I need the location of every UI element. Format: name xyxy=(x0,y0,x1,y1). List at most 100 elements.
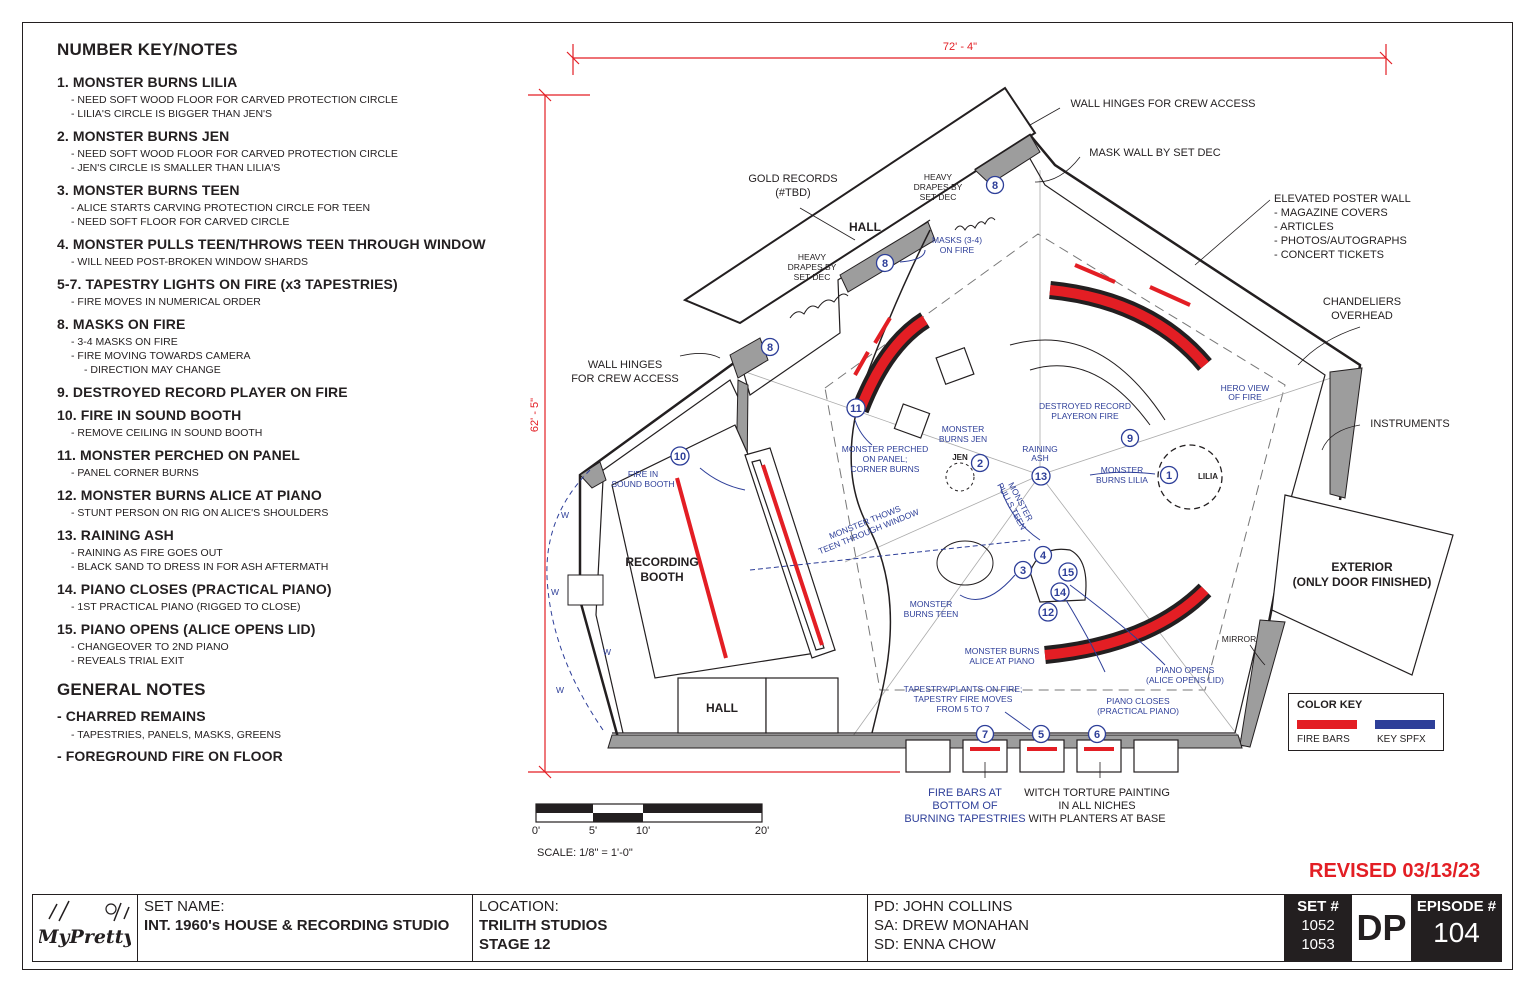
note-item: 10. FIRE IN SOUND BOOTH - REMOVE CEILING … xyxy=(57,407,497,440)
note-title: 10. FIRE IN SOUND BOOTH xyxy=(57,407,242,423)
note-line: - RAINING AS FIRE GOES OUT xyxy=(71,547,223,559)
note-item: 13. RAINING ASH- RAINING AS FIRE GOES OU… xyxy=(57,527,497,574)
monster-throws-label: MONSTER THOWSTEEN THROUGH WINDOW xyxy=(813,497,920,556)
note-line: - 3-4 MASKS ON FIRE xyxy=(71,336,178,348)
number-key-notes: NUMBER KEY/NOTES 1. MONSTER BURNS LILIA-… xyxy=(57,40,497,768)
location-line-2: STAGE 12 xyxy=(479,936,551,953)
note-line: - 1ST PRACTICAL PIANO (RIGGED TO CLOSE) xyxy=(71,601,301,613)
logo-cell: MyPretty xyxy=(33,895,138,961)
jen-label: JEN xyxy=(952,453,968,462)
lilia-circle xyxy=(1157,444,1223,510)
general-note-title: - FOREGROUND FIRE ON FLOOR xyxy=(57,748,283,764)
svg-text:10: 10 xyxy=(674,451,686,463)
svg-text:4: 4 xyxy=(1040,550,1047,562)
note-title: 14. PIANO CLOSES (PRACTICAL PIANO) xyxy=(57,581,332,597)
piano-closes-label: PIANO CLOSES(PRACTICAL PIANO) xyxy=(1097,696,1179,716)
note-title: 3. MONSTER BURNS TEEN xyxy=(57,182,240,198)
show-logo: MyPretty xyxy=(39,900,131,948)
wall-hinges-top-label: WALL HINGES FOR CREW ACCESS xyxy=(1071,98,1256,110)
record-player xyxy=(893,403,931,439)
set-number-cell: SET # 1052 1053 xyxy=(1285,895,1352,961)
note-title: 9. DESTROYED RECORD PLAYER ON FIRE xyxy=(57,384,348,400)
w-mark: W xyxy=(551,587,559,597)
w-mark: W xyxy=(561,510,569,520)
fire-bars-label: FIRE BARS xyxy=(1297,734,1350,745)
exterior-box xyxy=(1271,494,1454,676)
notes-heading: NUMBER KEY/NOTES xyxy=(57,40,238,59)
general-notes-list: - CHARRED REMAINS - TAPESTRIES, PANELS, M… xyxy=(57,708,497,764)
scale-tick: 5' xyxy=(589,825,597,837)
fire-bars-swatch xyxy=(1297,720,1357,729)
fire-bar-4 xyxy=(873,316,892,345)
width-dimension: 72' - 4" xyxy=(943,41,977,53)
svg-text:MyPretty: MyPretty xyxy=(39,926,131,948)
swing-arc xyxy=(546,469,604,731)
number-marker: 11 xyxy=(846,398,866,418)
svg-text:14: 14 xyxy=(1054,587,1067,599)
hall-bottom-label: HALL xyxy=(706,701,738,715)
svg-text:1: 1 xyxy=(1166,470,1172,482)
svg-text:7: 7 xyxy=(982,729,988,741)
drawing-frame xyxy=(22,22,1513,970)
number-marker: 5 xyxy=(1031,724,1051,744)
note-line: - NEED SOFT FLOOR FOR CARVED CIRCLE xyxy=(71,216,290,228)
svg-text:5: 5 xyxy=(1038,729,1044,741)
note-item: 3. MONSTER BURNS TEEN- ALICE STARTS CARV… xyxy=(57,182,497,229)
amp-box xyxy=(935,346,975,386)
episode-number: 104 xyxy=(1433,917,1480,948)
piano-opens-label: PIANO OPENS(ALICE OPENS LID) xyxy=(1146,665,1224,685)
svg-text:15: 15 xyxy=(1062,567,1074,579)
note-title: 8. MASKS ON FIRE xyxy=(57,316,186,332)
episode-label: EPISODE # xyxy=(1416,898,1497,915)
note-line: - PANEL CORNER BURNS xyxy=(71,467,199,479)
exterior-label: EXTERIOR(ONLY DOOR FINISHED) xyxy=(1293,560,1432,589)
note-item: 14. PIANO CLOSES (PRACTICAL PIANO) - 1ST … xyxy=(57,581,497,614)
general-note-line: - TAPESTRIES, PANELS, MASKS, GREENS xyxy=(71,729,282,741)
note-line: - REMOVE CEILING IN SOUND BOOTH xyxy=(71,427,263,439)
note-item: 2. MONSTER BURNS JEN- NEED SOFT WOOD FLO… xyxy=(57,128,497,175)
lilia-label: LILIA xyxy=(1198,472,1218,481)
location-line-1: TRILITH STUDIOS xyxy=(479,917,608,934)
number-marker: 1 xyxy=(1159,465,1179,485)
color-key-title: COLOR KEY xyxy=(1297,699,1363,711)
svg-text:13: 13 xyxy=(1035,471,1047,483)
number-marker: 15 xyxy=(1058,562,1078,582)
note-item: 8. MASKS ON FIRE - 3-4 MASKS ON FIRE - FIR… xyxy=(57,316,497,377)
scale-bar xyxy=(535,803,763,823)
note-line: - FIRE MOVING TOWARDS CAMERA xyxy=(71,350,251,362)
fire-bar-1 xyxy=(1074,263,1116,284)
note-list: 1. MONSTER BURNS LILIA- NEED SOFT WOOD F… xyxy=(57,74,497,668)
note-line: - LILIA'S CIRCLE IS BIGGER THAN JEN'S xyxy=(71,108,273,120)
set-name: INT. 1960's HOUSE & RECORDING STUDIO xyxy=(144,917,450,934)
number-marker: 8 xyxy=(985,175,1005,195)
side-door xyxy=(567,574,604,606)
location-cell: LOCATION: TRILITH STUDIOS STAGE 12 xyxy=(473,895,868,961)
note-item: 1. MONSTER BURNS LILIA- NEED SOFT WOOD F… xyxy=(57,74,497,121)
svg-text:2: 2 xyxy=(977,458,983,470)
masks-on-fire-label: MASKS (3-4)ON FIRE xyxy=(932,235,982,255)
svg-text:12: 12 xyxy=(1042,607,1054,619)
set-number-label: SET # xyxy=(1297,898,1339,915)
dimension-lines xyxy=(528,44,1393,779)
note-line: - JEN'S CIRCLE IS SMALLER THAN LILIA'S xyxy=(71,162,281,174)
scale-ticks: 0'5'10'20' xyxy=(532,825,769,837)
set-number-1: 1052 xyxy=(1301,917,1335,934)
note-item: 12. MONSTER BURNS ALICE AT PIANO- STUNT … xyxy=(57,487,497,520)
number-marker: 4 xyxy=(1033,545,1053,565)
height-dimension: 62' - 5" xyxy=(529,398,541,432)
note-title: 4. MONSTER PULLS TEEN/THROWS TEEN THROUG… xyxy=(57,236,486,252)
general-note-title: - CHARRED REMAINS xyxy=(57,708,206,724)
mirror-label: MIRROR xyxy=(1222,634,1256,644)
svg-text:11: 11 xyxy=(850,403,862,415)
location-label: LOCATION: xyxy=(479,898,559,915)
